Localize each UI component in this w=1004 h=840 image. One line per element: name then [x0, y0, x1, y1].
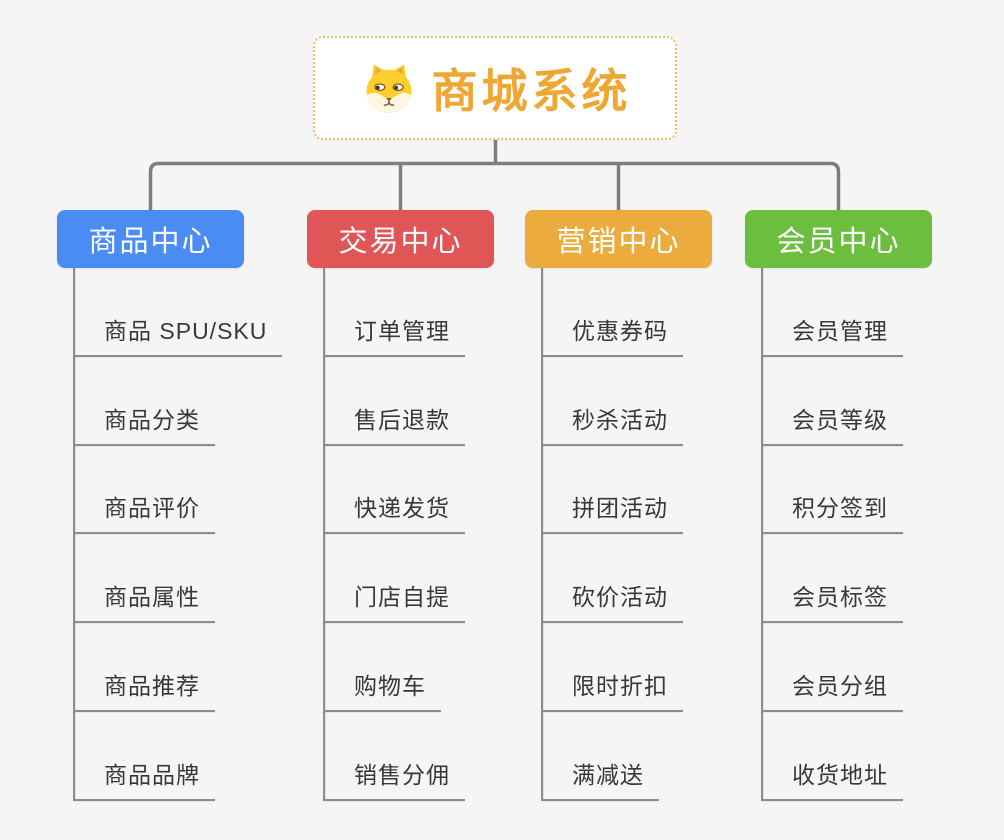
topic-item[interactable]: 快递发货 [323, 494, 465, 534]
branch-header-marketing-center[interactable]: 营销中心 [525, 210, 712, 268]
branch-header-member-center[interactable]: 会员中心 [745, 210, 932, 268]
topic-item[interactable]: 满减送 [541, 761, 659, 801]
branch-header-product-center[interactable]: 商品中心 [57, 210, 244, 268]
topic-item[interactable]: 会员管理 [761, 317, 903, 357]
branch-header-trade-center[interactable]: 交易中心 [307, 210, 494, 268]
topic-item[interactable]: 门店自提 [323, 583, 465, 623]
topic-item[interactable]: 商品分类 [73, 406, 215, 446]
topic-item[interactable]: 积分签到 [761, 494, 903, 534]
branch-vline [541, 268, 543, 801]
branch-vline [761, 268, 763, 801]
topic-item[interactable]: 商品品牌 [73, 761, 215, 801]
branch-vline [323, 268, 325, 801]
topic-item[interactable]: 秒杀活动 [541, 406, 683, 446]
topic-item[interactable]: 销售分佣 [323, 761, 465, 801]
branch-product-center: 商品中心 商品 SPU/SKU 商品分类 商品评价 商品属性 商品推荐 商品品牌 [57, 210, 297, 810]
branch-member-center: 会员中心 会员管理 会员等级 积分签到 会员标签 会员分组 收货地址 [745, 210, 985, 810]
topic-item[interactable]: 售后退款 [323, 406, 465, 446]
root-topic-title: 商城系统 [431, 65, 632, 117]
branch-vline [73, 268, 75, 801]
topic-item[interactable]: 砍价活动 [541, 583, 683, 623]
root-topic[interactable]: 商城系统 [313, 36, 677, 140]
topic-item[interactable]: 会员分组 [761, 672, 903, 712]
topic-item[interactable]: 商品推荐 [73, 672, 215, 712]
topic-item[interactable]: 商品评价 [73, 494, 215, 534]
shiba-dog-icon [366, 64, 411, 113]
topic-item[interactable]: 会员标签 [761, 583, 903, 623]
topic-item[interactable]: 收货地址 [761, 761, 903, 801]
topic-item[interactable]: 商品 SPU/SKU [73, 317, 283, 357]
branch-trade-center: 交易中心 订单管理 售后退款 快递发货 门店自提 购物车 销售分佣 [307, 210, 547, 810]
topic-item[interactable]: 购物车 [323, 672, 441, 712]
topic-item[interactable]: 商品属性 [73, 583, 215, 623]
topic-item[interactable]: 拼团活动 [541, 494, 683, 534]
branch-rail-line [148, 161, 841, 212]
topic-item[interactable]: 会员等级 [761, 406, 903, 446]
topic-item[interactable]: 订单管理 [323, 317, 465, 357]
branch-marketing-center: 营销中心 优惠券码 秒杀活动 拼团活动 砍价活动 限时折扣 满减送 [525, 210, 765, 810]
topic-item[interactable]: 限时折扣 [541, 672, 683, 712]
topic-item[interactable]: 优惠券码 [541, 317, 683, 357]
